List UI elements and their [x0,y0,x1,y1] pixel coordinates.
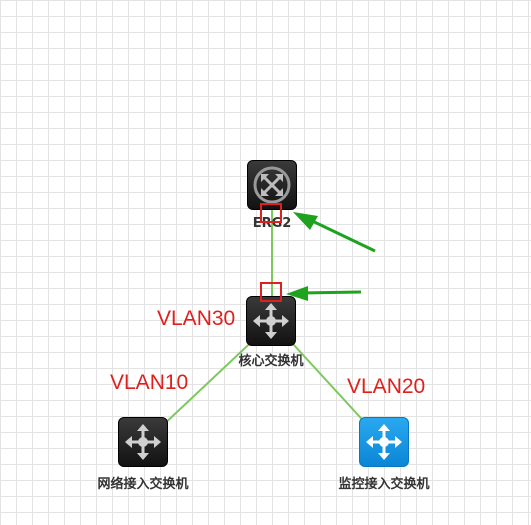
switch-icon [366,424,402,460]
network-access-switch-device[interactable] [118,417,168,467]
core-switch-device[interactable] [246,296,296,346]
monitoring-access-switch-device[interactable] [359,417,409,467]
router-device[interactable] [247,160,297,210]
vlan-label-core: VLAN30 [157,307,236,330]
arrow-to-router-port [293,212,376,253]
switch-icon [125,424,161,460]
link-core-access-net [159,331,263,429]
link-core-access-mon [281,331,371,429]
core-port-highlight [260,282,282,302]
core-switch-label: 核心交换机 [238,354,304,369]
vlan-label-right: VLAN20 [347,375,426,398]
monitoring-access-switch-label: 监控接入交换机 [338,477,430,492]
switch-icon [253,303,289,339]
router-icon [253,166,291,204]
vlan-label-left: VLAN10 [110,371,189,394]
arrow-to-core-port [286,286,362,301]
network-access-switch-label: 网络接入交换机 [97,477,189,492]
router-port-highlight [260,203,282,223]
